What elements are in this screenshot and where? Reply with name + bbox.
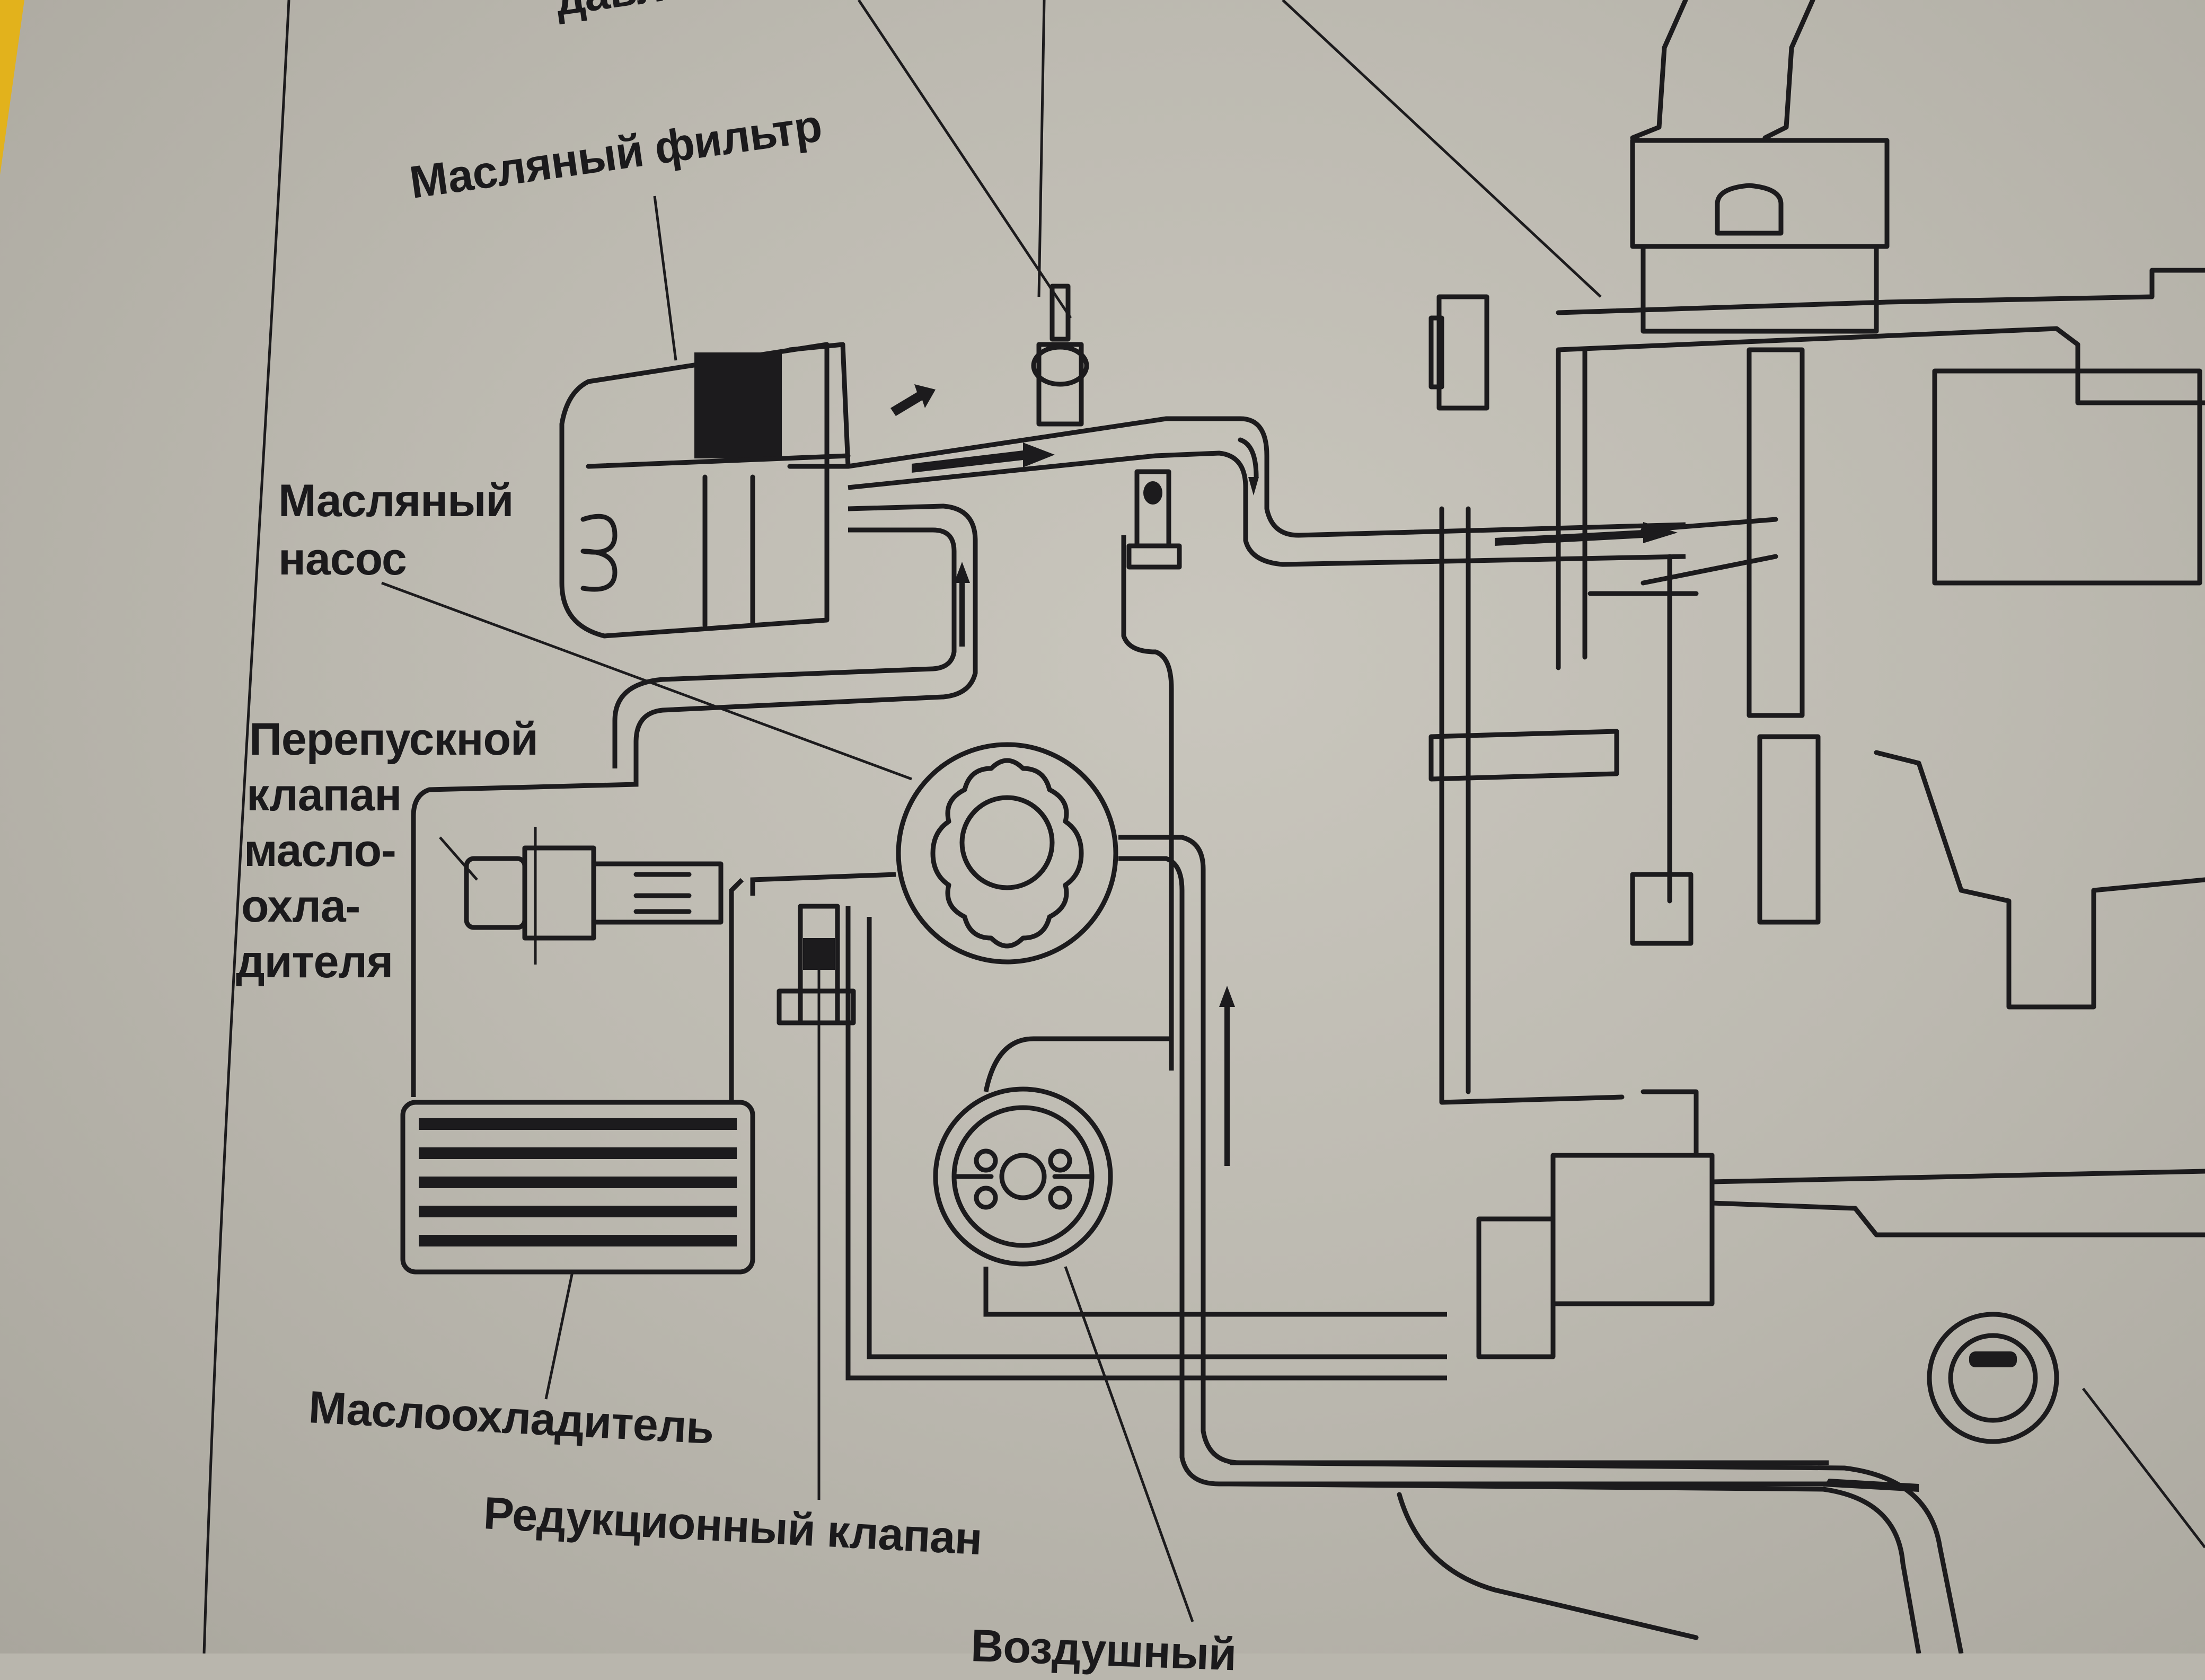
label-oil-pump-line2: насос (278, 534, 407, 585)
leader-top-2 (1037, 0, 1046, 297)
oil-filter-shape (559, 342, 936, 639)
page-border-line (202, 0, 290, 1654)
label-oil-pump-line1: Масляный (278, 475, 514, 526)
leader-top-3 (1282, 0, 1602, 298)
label-strainer-partial: Воздушный (969, 1620, 1237, 1680)
label-bypass-line5: дителя (236, 936, 393, 987)
pressure-sender-shape (1031, 284, 1089, 427)
book-edge (0, 0, 24, 175)
cooler-feed-pipe (411, 503, 978, 1097)
check-valve-shape (1121, 469, 1182, 1071)
secondary-pump-shape (1476, 1089, 2205, 1359)
flow-arrow-down (1238, 437, 1259, 480)
label-bypass-line2: клапан (246, 770, 402, 820)
bypass-valve-shape (464, 827, 724, 965)
leader-pressure (857, 0, 1072, 319)
engine-block-shape (1428, 0, 2205, 1105)
leader-cooler (544, 1271, 574, 1400)
sump-shape (1229, 1312, 2059, 1654)
label-bypass-line4: охла- (241, 881, 360, 932)
leader-oil-filter (653, 196, 677, 361)
oil-pump-shape (896, 742, 1829, 1487)
cooler-feed-pipe-inner (612, 527, 957, 768)
label-bypass-line1: Перепускной (249, 714, 539, 765)
label-bypass-line3: масло- (244, 825, 396, 876)
oil-cooler-shape (400, 878, 755, 1275)
oil-strainer-shape (933, 1036, 1447, 1317)
relief-valve-shape (750, 872, 1447, 1381)
flow-arrow-up (954, 562, 970, 647)
leader-strainer (1064, 1266, 1194, 1622)
leader-right (2082, 1387, 2205, 1549)
leader-bypass (439, 836, 478, 881)
